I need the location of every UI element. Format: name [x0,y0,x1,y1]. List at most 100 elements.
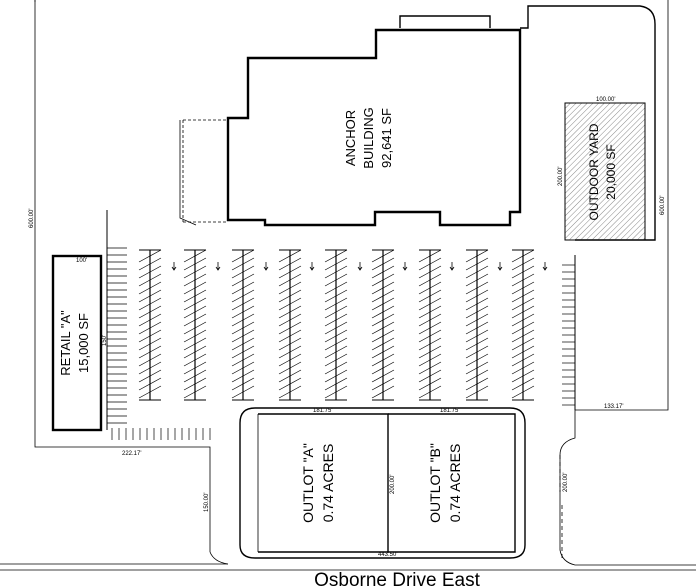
parking-stall-line [371,385,395,399]
parking-stall-line [511,257,535,271]
parking-stall-line [231,297,255,311]
dim-site-east: 600.00' [660,196,666,216]
parking-stall-line [418,289,442,303]
parking-stall-line [418,369,442,383]
parking-stall-line [418,345,442,359]
parking-stall-line [418,321,442,335]
parking-stall-line [324,281,348,295]
parking-stall-line [278,249,302,263]
parking-stall-line [278,329,302,343]
traffic-arrow-icon [263,262,269,271]
outdoor-yard-label-1: OUTDOOR YARD [587,123,601,220]
parking-stall-line [278,345,302,359]
parking-stall-line [324,345,348,359]
dim-retail-top: 100' [76,258,87,264]
parking-stall-line [324,369,348,383]
parking-stall-line [138,337,162,351]
parking-stall-line [138,289,162,303]
parking-stall-line [231,377,255,391]
parking-stall-line [231,249,255,263]
parking-stall-line [511,369,535,383]
parking-stall-line [418,281,442,295]
parking-stall-line [324,305,348,319]
parking-stall-line [183,313,207,327]
dim-outlot-mid: 200.00' [390,475,396,495]
anchor-label-3: 92,641 SF [379,108,394,168]
parking-stall-line [465,377,489,391]
parking-stall-line [371,345,395,359]
parking-stall-line [183,249,207,263]
dim-yard-top: 100.00' [596,97,616,103]
parking-stall-line [418,313,442,327]
outlot-b: OUTLOT "B" 0.74 ACRES [388,413,516,553]
parking-stall-line [465,265,489,279]
retail-a-building: RETAIL "A" 15,000 SF [51,254,103,432]
parking-stall-line [324,273,348,287]
parking-stall-line [231,273,255,287]
parking-stall-line [324,297,348,311]
parking-stall-line [371,337,395,351]
parking-stall-line [511,321,535,335]
parking-stall-line [183,353,207,367]
parking-stall-line [138,297,162,311]
parking-stall-line [511,273,535,287]
parking-stall-line [371,321,395,335]
parking-stall-line [183,361,207,375]
parking-stall-line [231,353,255,367]
parking-stall-line [324,361,348,375]
parking-stall-line [511,249,535,263]
parking-stall-line [371,329,395,343]
parking-stall-line [231,337,255,351]
parking-stall-line [324,257,348,271]
parking-stall-line [465,353,489,367]
dim-yard-side: 200.00' [558,167,564,187]
parking-stall-line [371,353,395,367]
parking-stall-line [465,257,489,271]
parking-stall-line [511,337,535,351]
parking-stall-line [138,249,162,263]
retail-a-label-1: RETAIL "A" [58,310,73,376]
parking-stall-line [183,385,207,399]
parking-stall-line [231,369,255,383]
parking-stall-line [138,353,162,367]
parking-stall-line [511,329,535,343]
parking-stall-line [231,257,255,271]
parking-stall-line [324,353,348,367]
dim-site-west: 600.00' [29,209,35,229]
parking-stall-line [278,337,302,351]
outlot-a: OUTLOT "A" 0.74 ACRES [257,413,389,553]
parking-stall-line [371,313,395,327]
parking-stall-line [138,345,162,359]
parking-stall-line [418,361,442,375]
parking-stall-line [371,305,395,319]
site-access-road [0,407,696,571]
parking-stall-line [138,377,162,391]
parking-stall-line [418,353,442,367]
property-boundary [34,0,669,552]
parking-stall-line [183,345,207,359]
parking-stall-line [465,337,489,351]
parking-stall-line [183,265,207,279]
traffic-arrow-icon [402,262,408,271]
parking-lot [106,210,576,440]
parking-stall-line [324,289,348,303]
parking-stall-line [371,369,395,383]
parking-stall-line [465,273,489,287]
parking-stall-line [278,321,302,335]
parking-stall-line [138,257,162,271]
parking-stall-line [418,297,442,311]
parking-stall-line [183,297,207,311]
parking-stall-line [183,257,207,271]
parking-stall-line [371,249,395,263]
parking-stall-line [278,361,302,375]
parking-stall-line [371,257,395,271]
parking-stall-line [418,377,442,391]
parking-stall-line [138,281,162,295]
anchor-label-2: BUILDING [361,107,376,168]
parking-stall-line [231,345,255,359]
parking-stall-line [138,273,162,287]
parking-stall-line [465,297,489,311]
dim-retail-side: 150' [102,335,108,346]
dim-sw-lower: 222.17' [122,451,142,457]
perimeter-drive [179,5,656,241]
